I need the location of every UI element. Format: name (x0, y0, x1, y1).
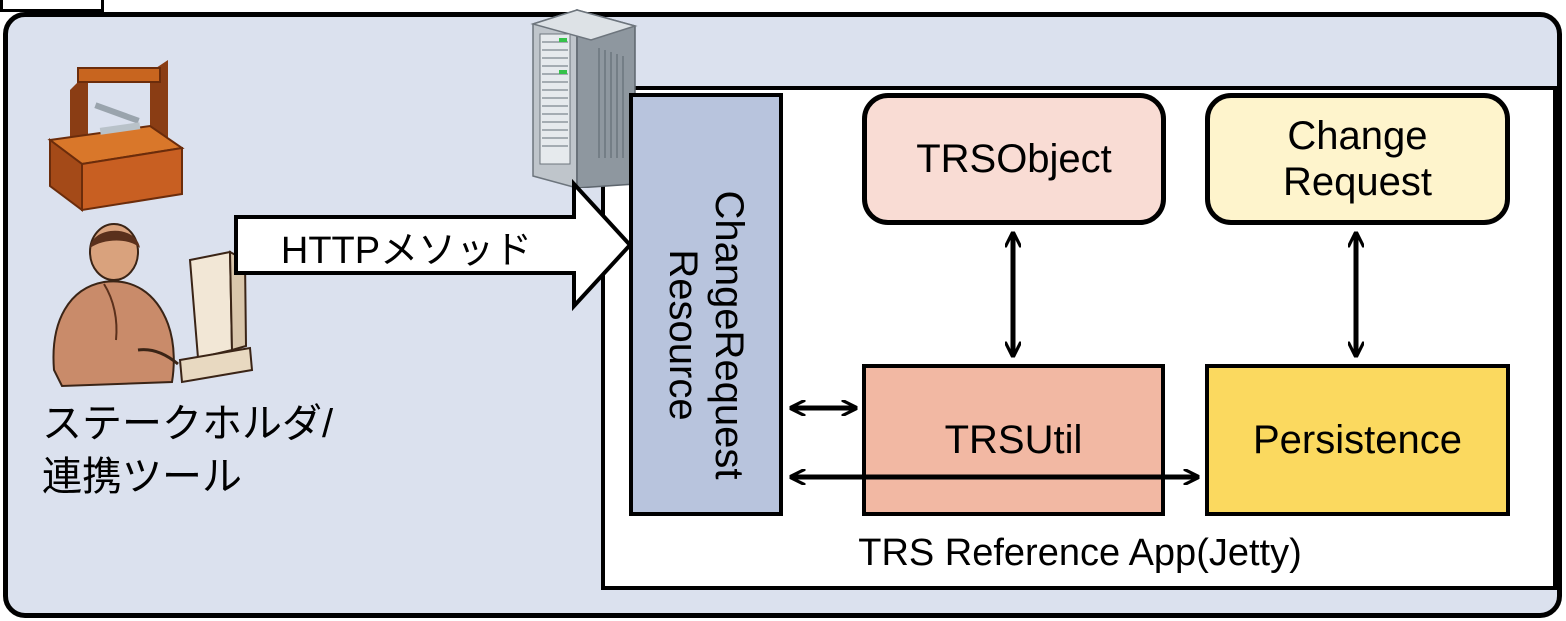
change-request-label: Change Request (1283, 114, 1432, 204)
persistence-label: Persistence (1253, 418, 1462, 462)
server-tower-icon (530, 8, 638, 188)
persistence-box: Persistence (1205, 364, 1510, 516)
change-request-box: Change Request (1205, 93, 1510, 225)
changerequest-resource-box (629, 93, 783, 516)
stakeholder-line-2: 連携ツール (42, 455, 242, 499)
slide-tab-marker (0, 0, 104, 12)
stakeholder-line-1: ステークホルダ/ (42, 402, 334, 446)
trsutil-label: TRSUtil (944, 418, 1083, 462)
stakeholder-label: ステークホルダ/ 連携ツール (42, 398, 422, 504)
http-method-label: HTTPメソッド (280, 229, 533, 272)
trsutil-box: TRSUtil (862, 364, 1165, 516)
http-method-arrow (234, 178, 633, 312)
person-at-computer-icon (52, 223, 254, 388)
trsobject-label: TRSObject (916, 137, 1112, 181)
trsobject-box: TRSObject (862, 93, 1166, 225)
toolbox-icon (47, 60, 185, 212)
app-container-label: TRS Reference App(Jetty) (858, 532, 1302, 575)
